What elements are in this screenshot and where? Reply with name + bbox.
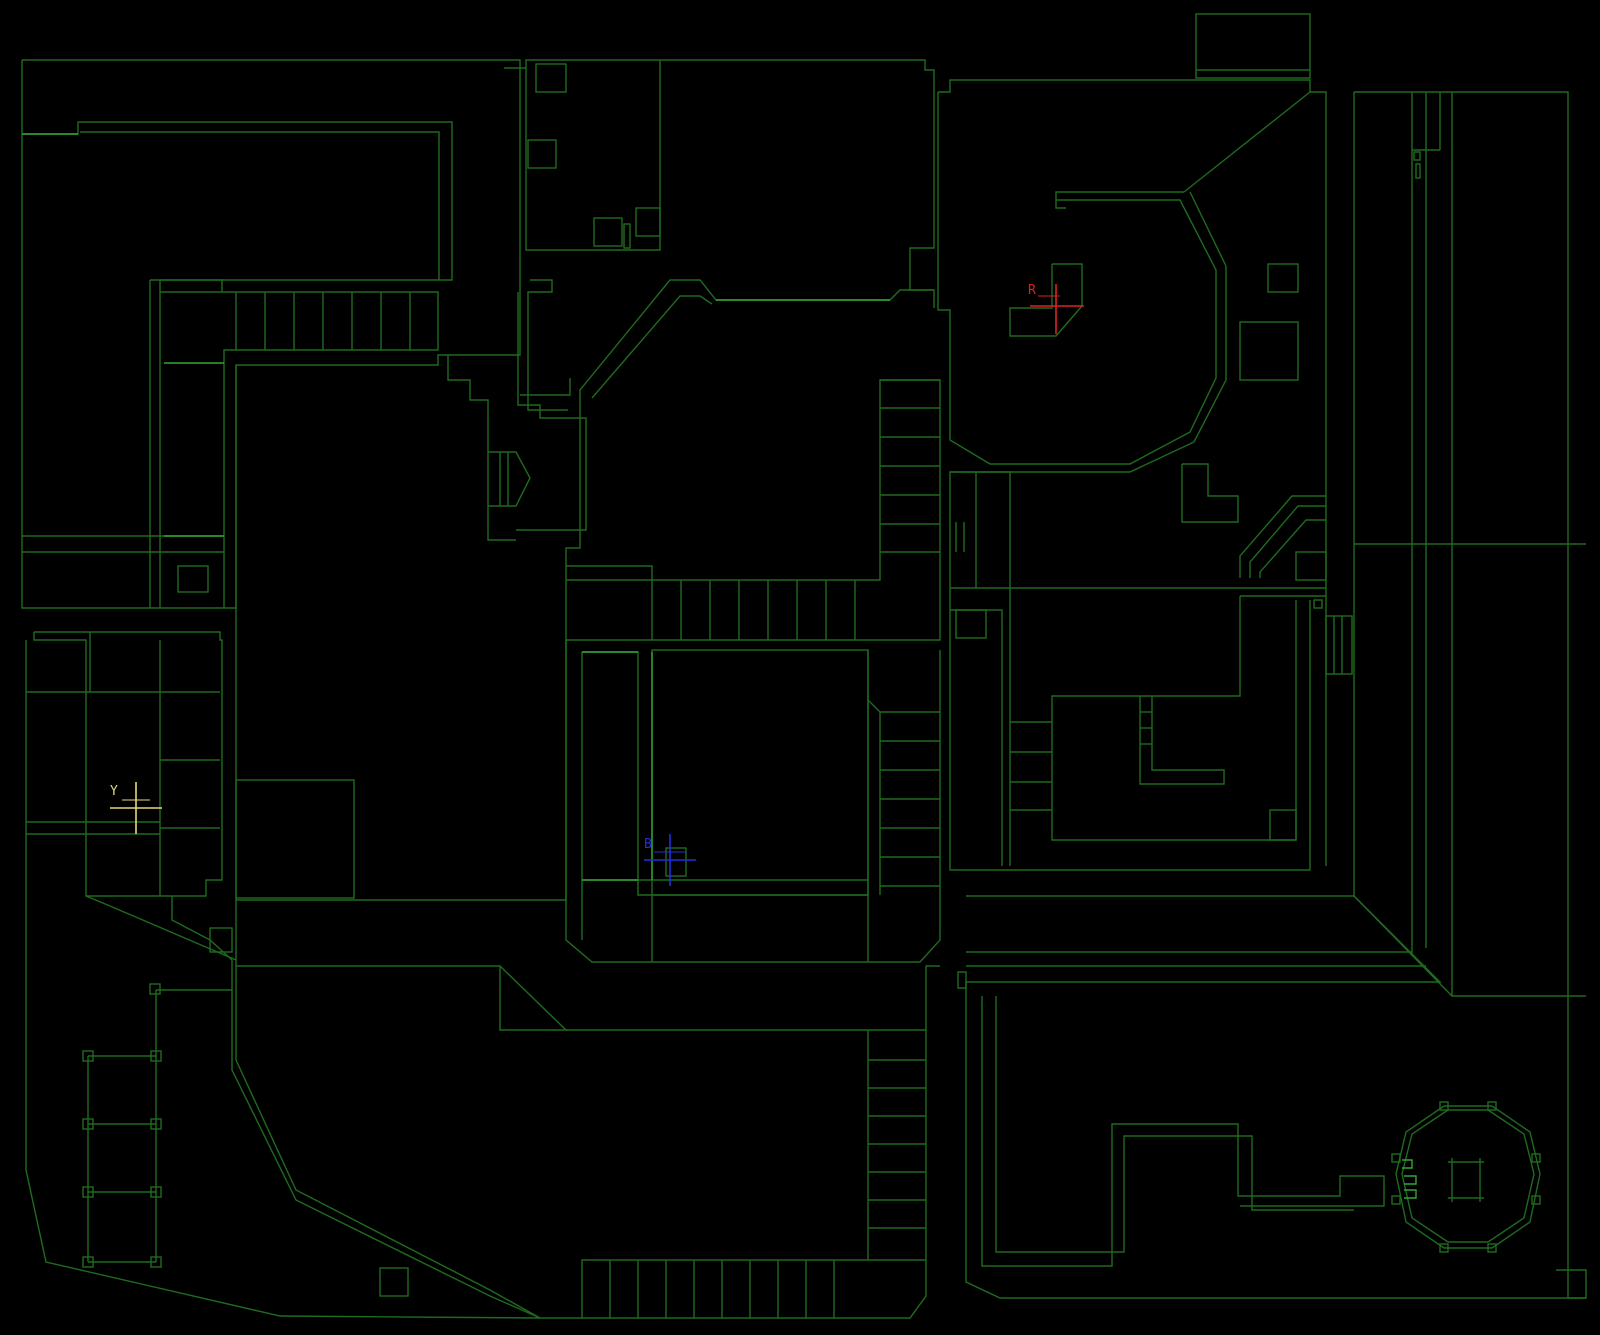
yellow-marker-label: Y xyxy=(110,784,118,799)
blue-player-marker: B xyxy=(644,834,696,886)
map-walls-north-center xyxy=(447,59,935,541)
red-player-marker: R xyxy=(1028,283,1084,334)
map-walls-southeast-bright xyxy=(1402,1159,1417,1199)
yellow-player-marker: Y xyxy=(110,782,162,834)
map-walls-northeast xyxy=(937,13,1353,871)
map-walls-south-hall xyxy=(235,900,940,1319)
map-walls-east xyxy=(1353,91,1587,1299)
map-walls-lower-center-bright xyxy=(582,651,653,881)
map-walls-southeast xyxy=(957,895,1586,1299)
blue-marker-label: B xyxy=(644,837,652,852)
map-walls-northwest-bright xyxy=(22,133,224,537)
red-marker-label: R xyxy=(1028,283,1036,298)
